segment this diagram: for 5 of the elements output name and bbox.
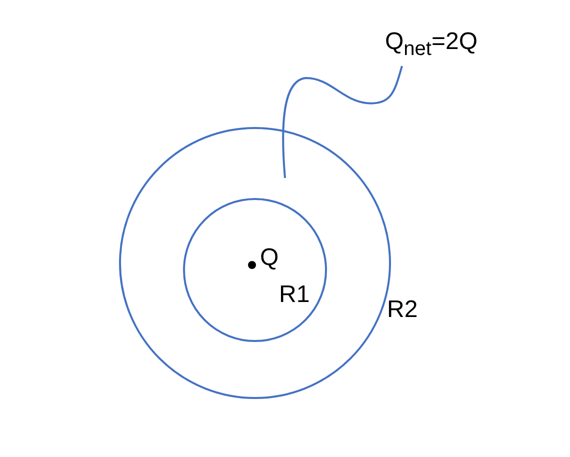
radius-label: R1 (279, 283, 310, 307)
charge-label: Q$_{net}$=2Q (385, 30, 478, 59)
charge-label: Q (260, 246, 279, 270)
leader-line (282, 66, 403, 178)
radius-label: R2 (387, 298, 418, 322)
